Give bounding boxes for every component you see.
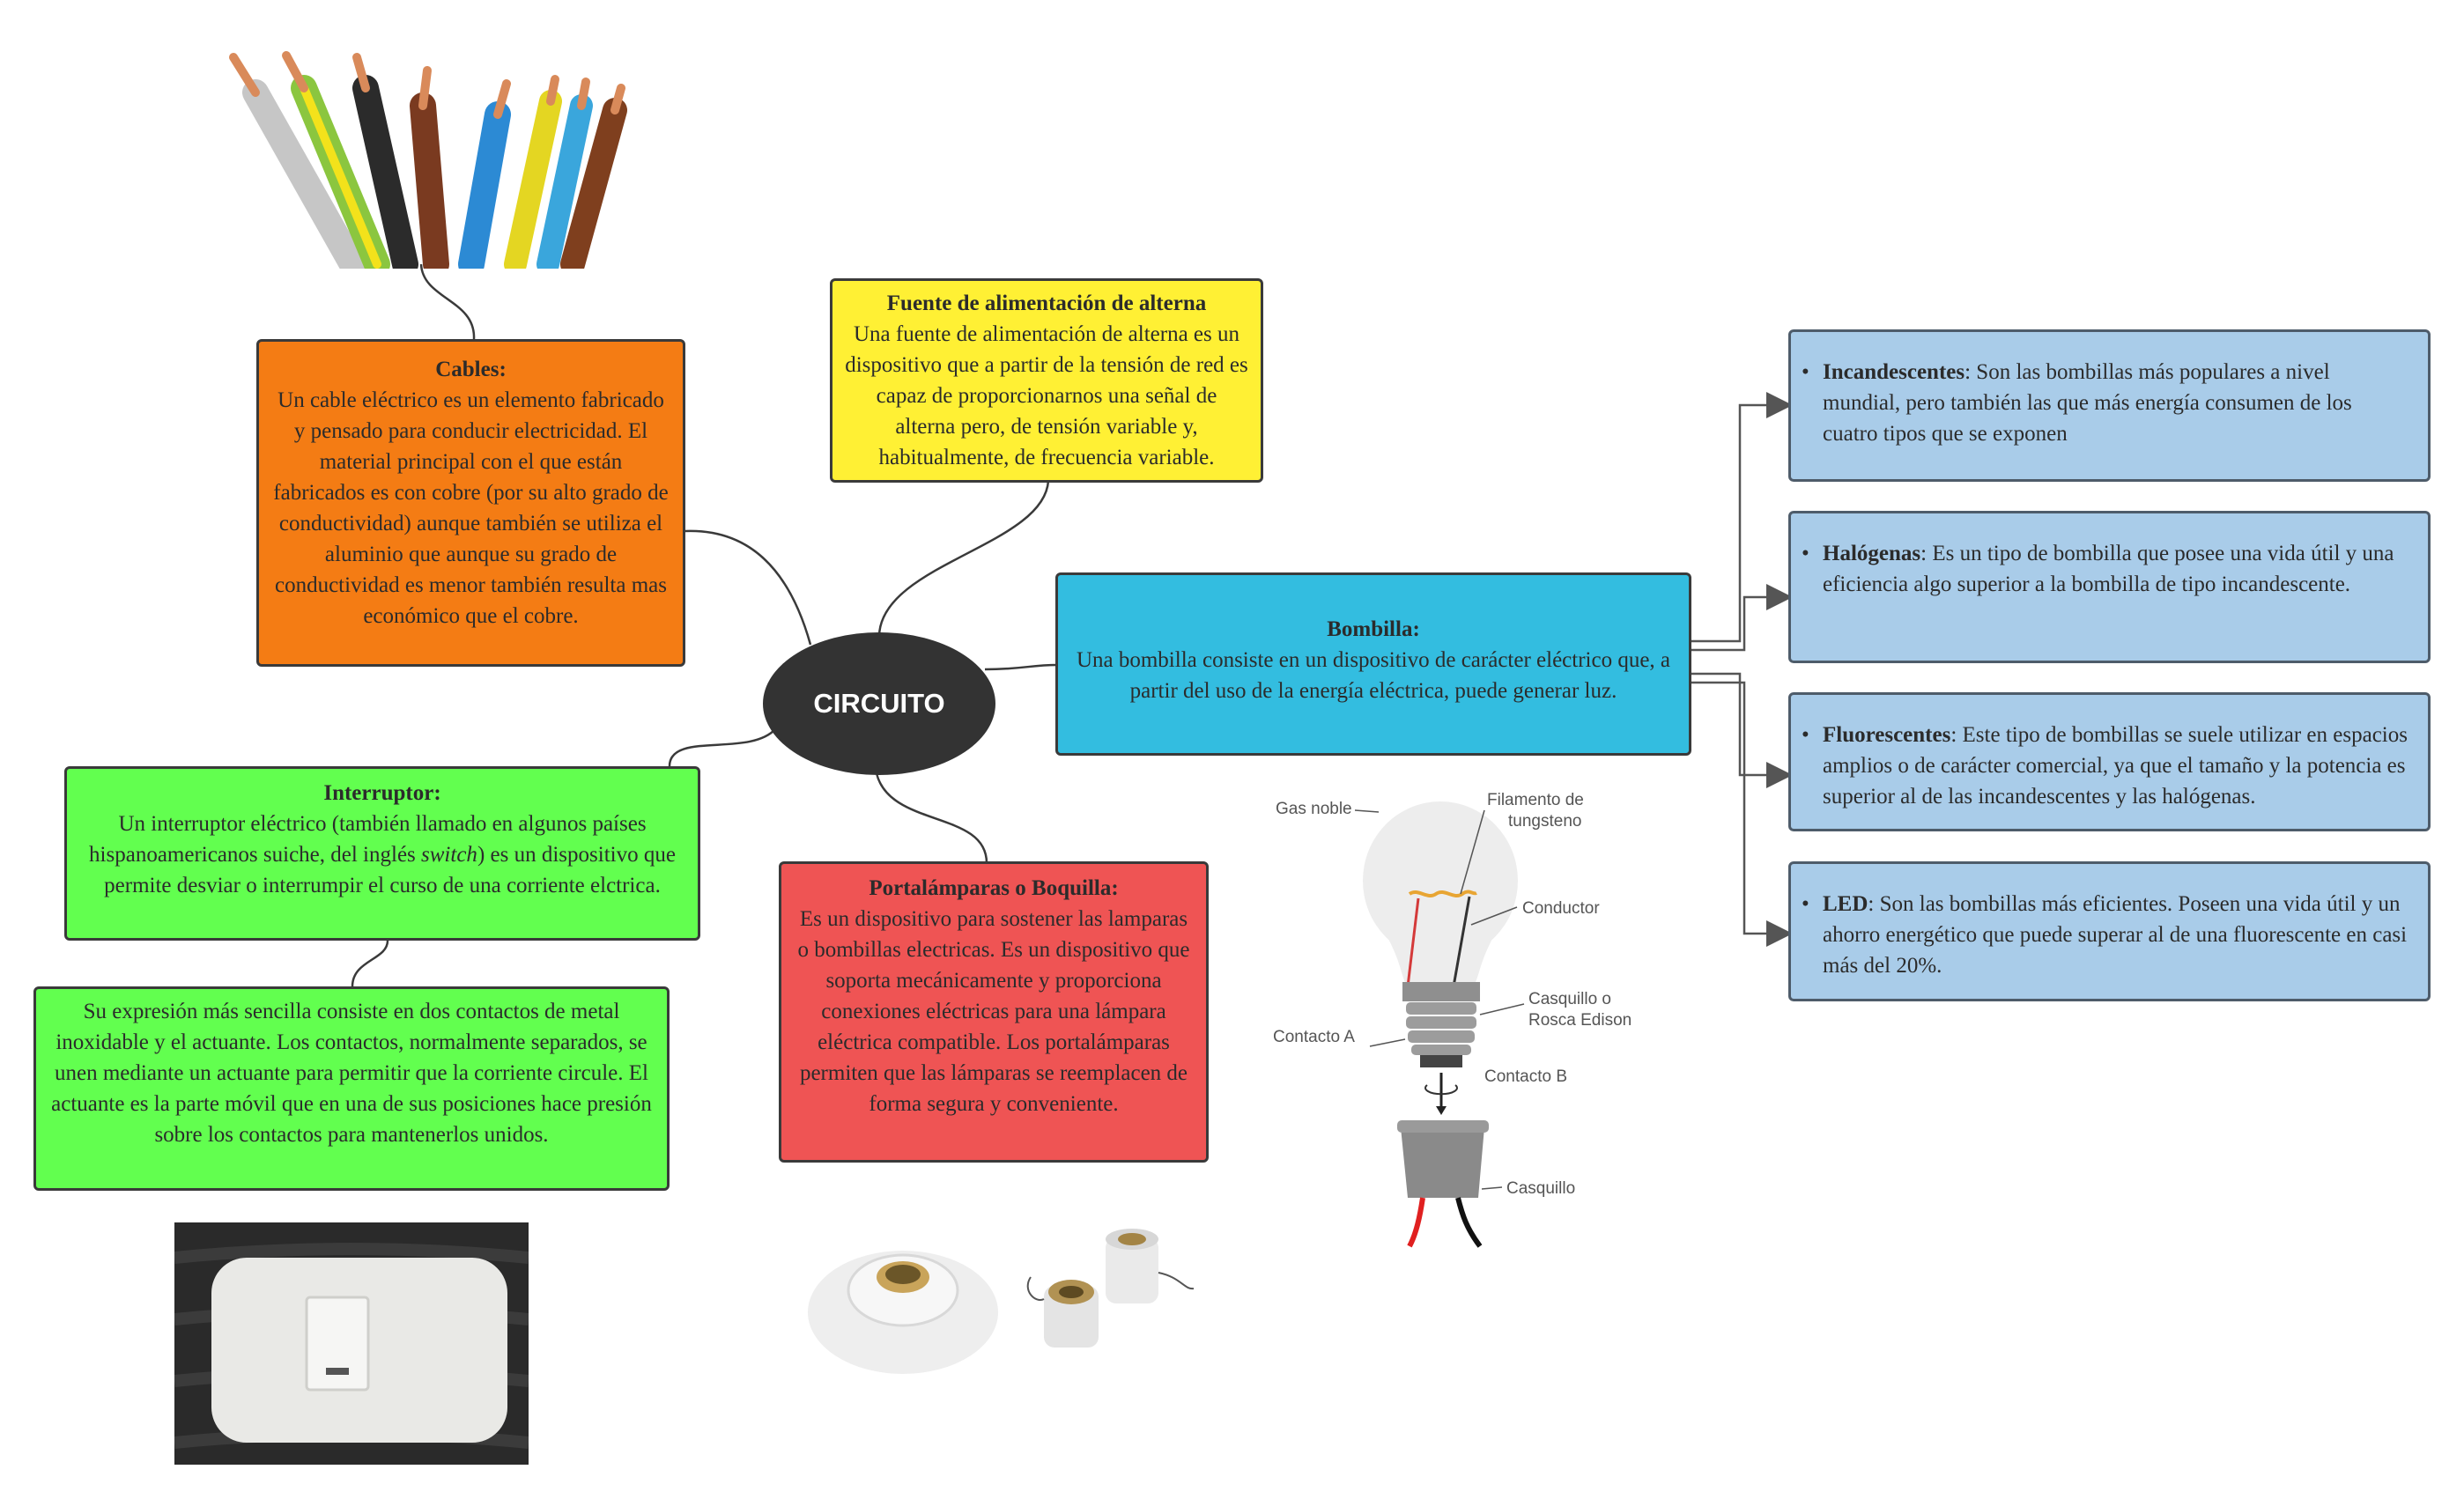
tipo-fluorescentes: • Fluorescentes: Este tipo de bombillas s… <box>1788 692 2431 831</box>
bombilla-title: Bombilla: <box>1327 617 1420 641</box>
tipo-term: LED <box>1823 892 1868 916</box>
bullet: • <box>1802 360 1809 384</box>
bombilla-node: Bombilla: Una bombilla consiste en un di… <box>1055 572 1691 756</box>
link-bombilla-fluorescentes <box>1691 672 1793 788</box>
tipo-text: : Este tipo de bombillas se suele utiliz… <box>1823 723 2408 809</box>
interruptor-detalle-text: Su expresión más sencilla consiste en do… <box>51 1000 652 1147</box>
link-center-portalamparas <box>875 772 988 864</box>
cables-node: Cables: Un cable eléctrico es un element… <box>256 339 685 667</box>
interruptor-text-b: ) es un dispositivo que permite desviar … <box>104 843 676 897</box>
link-bombilla-halogenas <box>1691 584 1793 652</box>
tipo-led: • LED: Son las bombillas más eficientes. … <box>1788 861 2431 1001</box>
label-contacto-b: Contacto B <box>1484 1067 1567 1086</box>
label-contacto-a: Contacto A <box>1273 1028 1355 1046</box>
label-filamento-2: tungsteno <box>1508 812 1581 831</box>
fuente-node: Fuente de alimentación de alterna Una fu… <box>830 278 1263 483</box>
portalamparas-node: Portalámparas o Boquilla: Es un disposit… <box>779 861 1209 1163</box>
label-casquillo-rosca-2: Rosca Edison <box>1528 1011 1632 1030</box>
interruptor-text-switch: switch <box>421 843 477 867</box>
tipo-term: Fluorescentes <box>1823 723 1951 747</box>
link-cables-photo <box>419 263 476 340</box>
link-center-cables <box>684 529 812 646</box>
label-filamento-1: Filamento de <box>1487 791 1584 809</box>
bombilla-text: Una bombilla consiste en un dispositivo … <box>1076 648 1671 703</box>
cables-text: Un cable eléctrico es un elemento fabric… <box>273 388 669 628</box>
bullet: • <box>1802 723 1809 747</box>
center-node: CIRCUITO <box>763 632 995 775</box>
lamp-socket-photo <box>808 1229 1195 1374</box>
interruptor-text-a: Un interruptor eléctrico (también llamad… <box>89 812 647 867</box>
interruptor-title: Interruptor: <box>323 781 441 805</box>
bullet: • <box>1802 542 1809 565</box>
cables-photo <box>229 51 627 269</box>
cables-title: Cables: <box>435 358 507 381</box>
bulb-diagram: Gas noble Filamento de tungsteno Conduct… <box>1273 791 1632 1248</box>
tipo-text: : Son las bombillas más populares a nive… <box>1823 360 2352 446</box>
interruptor-detalle-node: Su expresión más sencilla consiste en do… <box>33 986 670 1191</box>
bullet: • <box>1802 892 1809 916</box>
link-bombilla-led <box>1691 681 1793 947</box>
tipo-halogenas: • Halógenas: Es un tipo de bombilla que p… <box>1788 511 2431 663</box>
label-casquillo-rosca-1: Casquillo o <box>1528 990 1611 1008</box>
link-center-fuente <box>877 480 1050 637</box>
interruptor-node: Interruptor: Un interruptor eléctrico (t… <box>64 766 700 941</box>
label-gas-noble: Gas noble <box>1276 800 1352 818</box>
tipo-text: : Son las bombillas más eficientes. Pose… <box>1823 892 2408 978</box>
link-interruptor-detalle <box>351 940 389 987</box>
tipo-incandescentes: • Incandescentes: Son las bombillas más p… <box>1788 329 2431 482</box>
tipo-text: : Es un tipo de bombilla que posee una v… <box>1823 542 2394 596</box>
link-center-interruptor <box>668 728 776 767</box>
tipo-term: Halógenas <box>1823 542 1921 565</box>
portalamparas-text: Es un dispositivo para sostener las lamp… <box>797 907 1190 1116</box>
portalamparas-title: Portalámparas o Boquilla: <box>869 876 1119 900</box>
switch-photo <box>174 1222 529 1465</box>
tipo-term: Incandescentes <box>1823 360 1965 384</box>
label-conductor: Conductor <box>1522 899 1600 918</box>
fuente-title: Fuente de alimentación de alterna <box>886 292 1207 315</box>
link-center-bombilla <box>984 663 1058 671</box>
fuente-text: Una fuente de alimentación de alterna es… <box>845 322 1248 469</box>
link-bombilla-incandescentes <box>1691 392 1793 643</box>
label-casquillo: Casquillo <box>1506 1179 1575 1198</box>
